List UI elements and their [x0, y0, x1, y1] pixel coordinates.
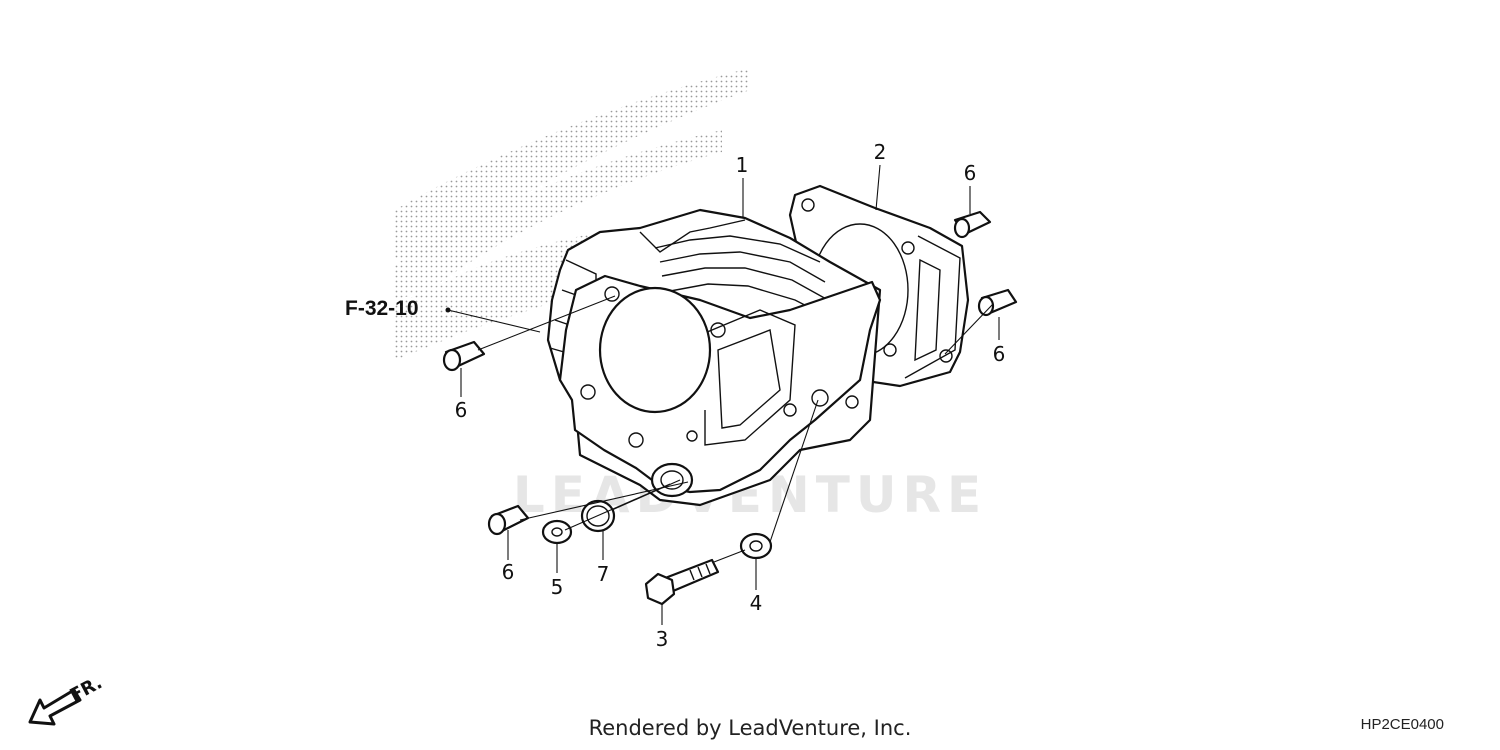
cylinder-body	[546, 208, 882, 507]
dowel-pin-left	[442, 340, 486, 372]
callout-6-right: 6	[993, 342, 1006, 366]
bolt-3	[644, 558, 720, 606]
reference-label: F-32-10	[345, 297, 419, 320]
callout-3: 3	[656, 627, 669, 651]
front-arrow-icon	[28, 688, 82, 726]
callout-6-bottom: 6	[502, 560, 515, 584]
diagram-code: HP2CE0400	[1360, 716, 1444, 733]
callout-6-top-right: 6	[964, 161, 977, 185]
callout-6-left: 6	[455, 398, 468, 422]
callout-4: 4	[750, 591, 763, 615]
callout-2: 2	[874, 140, 887, 164]
leader-lines	[447, 164, 1000, 625]
dowel-pin-top-right	[953, 210, 992, 239]
callout-5: 5	[551, 575, 564, 599]
cylinder-head-ghost	[395, 68, 750, 360]
callout-1: 1	[736, 153, 749, 177]
washer-4	[739, 532, 773, 560]
callout-7: 7	[597, 562, 610, 586]
reference-dot	[445, 307, 451, 313]
footer-credit: Rendered by LeadVenture, Inc.	[588, 716, 912, 740]
washer-5	[541, 519, 573, 545]
dowel-pin-right	[977, 288, 1018, 317]
